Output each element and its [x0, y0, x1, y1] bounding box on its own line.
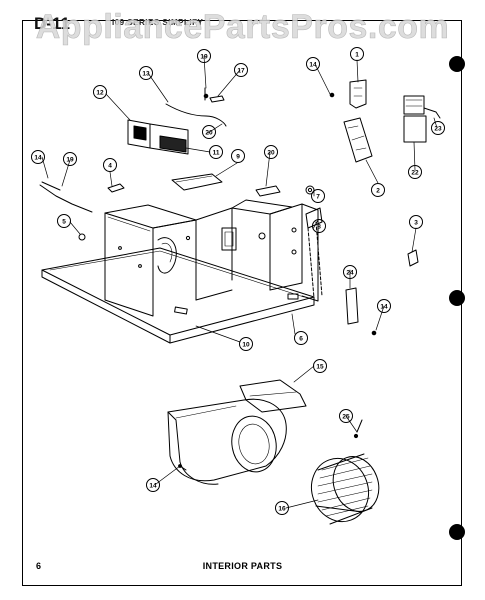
- callout-label: 20: [267, 150, 275, 157]
- callout-label: 15: [316, 364, 324, 371]
- clip-icon: [407, 249, 419, 267]
- base-pan-front-lip: [41, 269, 171, 344]
- top-rail: [171, 173, 223, 191]
- callout-label: 19: [200, 54, 208, 61]
- wall-cutout: [221, 227, 237, 251]
- control-bracket: [349, 79, 367, 109]
- control-wire: [165, 103, 227, 127]
- callout-label: 1: [355, 52, 359, 59]
- grommet-icon: [78, 233, 86, 241]
- spacer-strip: [345, 287, 359, 325]
- terminal-block: [403, 95, 425, 115]
- section-title: INTERIOR PARTS: [202, 561, 283, 571]
- blower-opening: [157, 237, 177, 274]
- callout-label: 10: [242, 342, 250, 349]
- side-rail: [305, 207, 323, 229]
- callout-label: 17: [237, 68, 245, 75]
- small-bracket: [107, 183, 125, 193]
- base-pan: [41, 247, 315, 336]
- binder-hole-icon: [449, 290, 465, 306]
- callout-label: 7: [316, 194, 320, 201]
- top-bracket: [255, 185, 281, 197]
- callout-label: 11: [213, 150, 220, 157]
- leader-lines: [41, 55, 438, 509]
- callout-label: 3: [414, 220, 418, 227]
- callout-label: 5: [62, 219, 66, 226]
- page-number: 6: [36, 561, 42, 571]
- callout-label: 14: [149, 483, 157, 490]
- terminal-cover: [403, 115, 427, 143]
- blower-wheel: [311, 453, 380, 525]
- callout-label: 25: [342, 414, 350, 421]
- binder-hole-icon: [449, 56, 465, 72]
- callout-labels: 1 2 3 4 5 6 7 8 9 10 11 12 13 14 14 14 1…: [34, 52, 442, 513]
- cabinet-left-top-flange: [104, 204, 197, 229]
- callout-label: 6: [299, 336, 303, 343]
- blower-housing: [167, 398, 287, 485]
- partition-plate: [127, 119, 189, 155]
- callout-label: 23: [434, 126, 442, 133]
- callout-label: 4: [108, 163, 112, 170]
- cabinet-left-wall: [104, 212, 154, 317]
- callout-label: 16: [278, 506, 286, 513]
- wire-harness: [39, 184, 93, 213]
- binder-hole-icon: [449, 524, 465, 540]
- callout-label: 14: [34, 155, 42, 162]
- diagram-code: D-11: [34, 14, 70, 33]
- callout-label: 9: [236, 154, 240, 161]
- base-pan-side-lip: [169, 296, 315, 344]
- callout-label: 8: [317, 224, 321, 231]
- callout-label: 19: [66, 157, 74, 164]
- cabinet-right-wall: [301, 203, 319, 302]
- callout-label: 24: [346, 270, 354, 277]
- callout-label: 14: [380, 304, 388, 311]
- cabinet-assembly: [41, 173, 319, 344]
- callout-label: 12: [96, 90, 104, 97]
- callout-label: 20: [205, 130, 213, 137]
- callout-label: 2: [376, 188, 380, 195]
- diagram-subtitle: I09 SERIES SIMPLIFY: [112, 18, 204, 27]
- callout-label: 22: [411, 170, 419, 177]
- callout-circles: [31, 47, 445, 515]
- mount-plate: [343, 117, 373, 163]
- callout-label: 14: [309, 62, 317, 69]
- callout-label: 13: [142, 71, 150, 78]
